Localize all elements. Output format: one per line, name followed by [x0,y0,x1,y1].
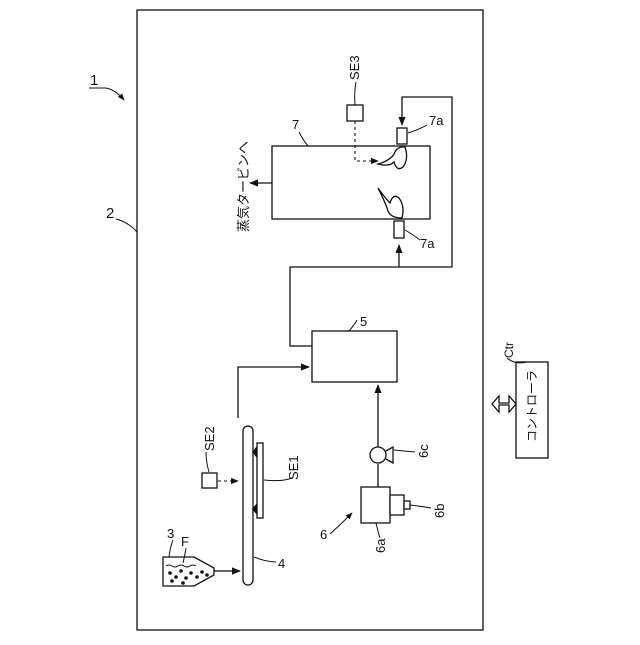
label-boundary: 2 [106,205,114,222]
conveyor-to-unit5-line [238,367,309,418]
controller-link-arrow [492,396,516,412]
label-system: 1 [90,72,98,89]
pump-6c [370,447,393,463]
label-burner-bottom-leader [405,230,420,240]
conveyor [243,426,253,585]
label-unit6c: 6c [416,444,431,458]
label-se2: SE2 [202,426,217,451]
label-unit5: 5 [360,314,367,329]
label-boiler: 7 [292,117,299,132]
label-unit6b: 6b [432,504,447,518]
label-se2-leader [206,452,209,472]
label-se3-leader [355,82,356,105]
label-hopper-leader [169,540,173,557]
label-burner-top: 7a [429,113,444,128]
label-unit6: 6 [320,527,327,542]
label-burner-top-leader [408,125,427,133]
fuel-hopper [163,557,218,586]
label-controller: コントローラ [525,370,539,442]
label-boiler-leader [299,132,308,146]
unit-6b-nozzle [404,501,410,509]
label-conveyor: 4 [278,556,285,571]
burner-bottom [394,221,404,238]
label-steam-outlet: 蒸気タービンへ [236,141,251,232]
label-boundary-leader [116,219,137,232]
label-unit6c-leader [394,450,415,452]
sensor-se2 [202,473,217,488]
label-hopper: 3 [167,526,174,541]
label-unit5-leader [349,320,357,331]
sensor-se3 [347,105,363,121]
label-system-arrow [106,88,124,100]
label-conveyor-leader [254,557,276,562]
label-unit6a-leader [376,523,380,538]
label-se3: SE3 [347,55,362,80]
label-unit6b-leader [410,505,431,508]
unit-6b-block [390,495,404,515]
unit-6a [361,487,390,523]
label-fuel: F [181,534,189,549]
label-se1: SE1 [286,455,301,480]
burner-top [397,128,407,144]
label-unit6a: 6a [373,538,388,553]
label-unit6-arrow [330,513,352,534]
unit-5 [312,331,397,382]
label-burner-bottom: 7a [420,236,435,251]
label-controller-ref: Ctr [502,342,516,358]
